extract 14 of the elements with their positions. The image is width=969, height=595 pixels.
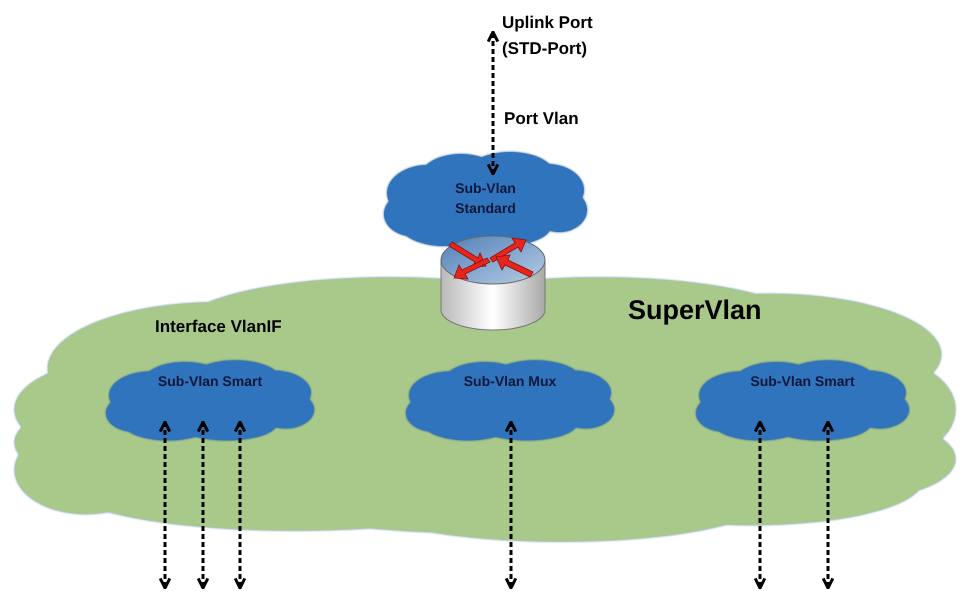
dashed-arrow <box>234 420 246 590</box>
dashed-arrow <box>822 420 834 590</box>
dashed-arrow <box>754 420 766 590</box>
dashed-arrow <box>504 420 518 590</box>
group-title: SuperVlan <box>628 294 762 327</box>
interface-label: Interface VlanIF <box>155 316 282 338</box>
cloud-label: Sub-Vlan Smart <box>158 372 262 391</box>
port-label: Uplink Port (STD-Port) <box>502 12 594 60</box>
cloud-label: Sub-Vlan Mux <box>464 372 556 391</box>
dashed-arrow <box>196 420 210 590</box>
dashed-arrow <box>158 420 172 590</box>
dashed-arrow <box>486 30 500 176</box>
cloud-label: Sub-Vlan Standard <box>454 179 517 218</box>
cloud-label: Sub-Vlan Smart <box>750 372 855 391</box>
